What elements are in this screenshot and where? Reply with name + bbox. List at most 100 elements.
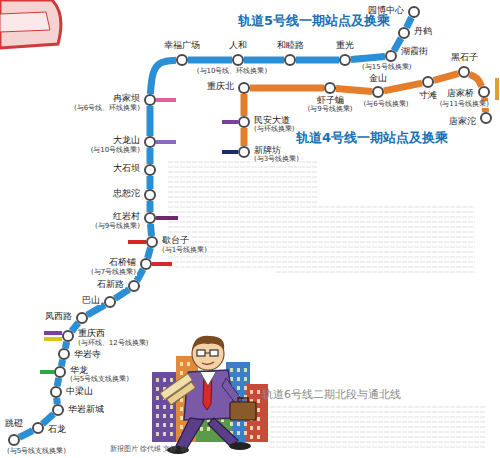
station-name: 唐家桥 <box>446 89 475 98</box>
rail-line <box>148 248 151 258</box>
building-windows <box>237 431 240 435</box>
cartoon-man <box>197 350 205 356</box>
building-windows <box>156 414 159 418</box>
rail-line <box>188 57 232 64</box>
cartoon-man <box>202 362 214 364</box>
station-name: 寸滩 <box>418 91 438 100</box>
station-circle: 大龙山(与10号线换乘) <box>144 136 156 148</box>
station-name: 黑石子 <box>450 53 479 62</box>
station-circle: 重庆北(与10号线、环线换乘) <box>238 82 250 94</box>
station-name: 重光 <box>335 41 355 50</box>
building-windows <box>163 423 166 427</box>
rail-line <box>434 74 458 81</box>
newsprint-background <box>168 160 485 448</box>
station-circle: 寸滩 <box>422 76 434 88</box>
station-name: 跳磴 <box>4 419 24 428</box>
rail-line <box>150 60 176 94</box>
building-windows <box>244 368 247 372</box>
station-circle: 园博中心 <box>408 6 420 18</box>
station-circle: 华岩寺 <box>58 348 70 360</box>
station-circle: 华岩新城 <box>52 404 64 416</box>
station-circle: 忠恕沱 <box>144 189 156 201</box>
station-name: 金山 <box>368 74 388 83</box>
rail-line <box>244 57 284 64</box>
transfer-mark <box>44 331 62 335</box>
building-windows <box>180 362 183 366</box>
building-windows <box>244 422 247 426</box>
rail-line <box>147 201 154 212</box>
station-name: 人和 <box>228 41 248 50</box>
cartoon-man <box>160 374 197 407</box>
building-windows <box>257 417 260 421</box>
station-circle: 重庆西(与环线、12号线换乘) <box>62 330 74 342</box>
cartoon-man <box>210 350 218 356</box>
rail-line <box>115 289 129 298</box>
building-windows <box>200 427 203 431</box>
station-circle: 石龙 <box>32 422 44 434</box>
credit-note: 新报图片 徐代维 文静 制 <box>110 446 187 454</box>
cartoon-man <box>167 382 196 405</box>
building-windows <box>237 386 240 390</box>
station-circle: 中梁山 <box>50 386 62 398</box>
transfer-note: (与3号线换乘) <box>253 156 300 163</box>
cartoon-man <box>160 336 256 454</box>
station-circle: 巴山 <box>104 296 116 308</box>
newsprint-background <box>270 404 485 448</box>
building-windows <box>163 432 166 436</box>
map-title: 轨道4号线一期站点及换乘 <box>296 131 448 145</box>
station-name: 丹鹤 <box>413 27 433 36</box>
station-circle: 和睦路 <box>284 54 296 66</box>
building-windows <box>257 435 260 439</box>
station-name: 中梁山 <box>65 387 94 396</box>
building-windows <box>156 405 159 409</box>
rail-line <box>147 148 154 164</box>
cartoon-man <box>192 336 224 350</box>
transfer-note: (与11号线换乘) <box>439 101 490 108</box>
station-circle: 丹鹤 <box>398 27 410 39</box>
transfer-mark <box>152 262 172 266</box>
station-name: 巴山 <box>81 296 101 305</box>
station-name: 红岩村 <box>112 212 141 221</box>
rail-line <box>336 88 372 91</box>
train-corner <box>0 0 61 48</box>
rail-line <box>351 57 385 60</box>
rail-line <box>296 57 339 64</box>
watermark: 轨道6号线二期北段与通北线 <box>262 389 401 401</box>
building-windows <box>170 414 173 418</box>
station-name: 唐家沱 <box>448 117 477 126</box>
station-circle: 湖霞街(与15号线换乘) <box>385 50 397 62</box>
building-windows <box>257 426 260 430</box>
building-windows <box>187 362 190 366</box>
rail-line <box>42 414 53 424</box>
cartoon-man <box>200 372 216 386</box>
station-circle: 石桥铺(与7号线换乘) <box>140 258 152 270</box>
transfer-mark <box>495 78 499 100</box>
building-windows <box>180 371 183 375</box>
rail-line <box>250 85 324 92</box>
building-windows <box>250 435 253 439</box>
station-circle: 歇台子(与1号线换乘) <box>146 236 158 248</box>
cartoon-man <box>205 353 210 354</box>
station-circle: 红岩村(与9号线换乘) <box>144 212 156 224</box>
cartoon-man <box>238 398 248 402</box>
rail-line <box>87 305 105 315</box>
building-windows <box>156 378 159 382</box>
transfer-mark <box>128 240 146 244</box>
transfer-note: (与环线换乘) <box>253 126 295 133</box>
station-circle: 华龙(与5号线支线换乘) <box>54 366 66 378</box>
transfer-note: (与7号线换乘) <box>90 269 137 276</box>
station-circle: 金山(与6号线换乘) <box>372 86 384 98</box>
rail-line <box>241 128 248 146</box>
building-windows <box>237 377 240 381</box>
station-name: 虾子蝙 <box>316 96 345 105</box>
station-circle: 凤西路 <box>76 312 88 324</box>
station-name: 大龙山 <box>112 136 141 145</box>
transfer-mark <box>156 140 176 144</box>
rail-line <box>137 269 143 280</box>
transfer-note: (与15号线换乘) <box>361 64 412 71</box>
building-windows <box>156 396 159 400</box>
station-circle: 大石坝 <box>144 164 156 176</box>
station-name: 华岩新城 <box>67 405 105 414</box>
rail-line <box>147 176 154 189</box>
